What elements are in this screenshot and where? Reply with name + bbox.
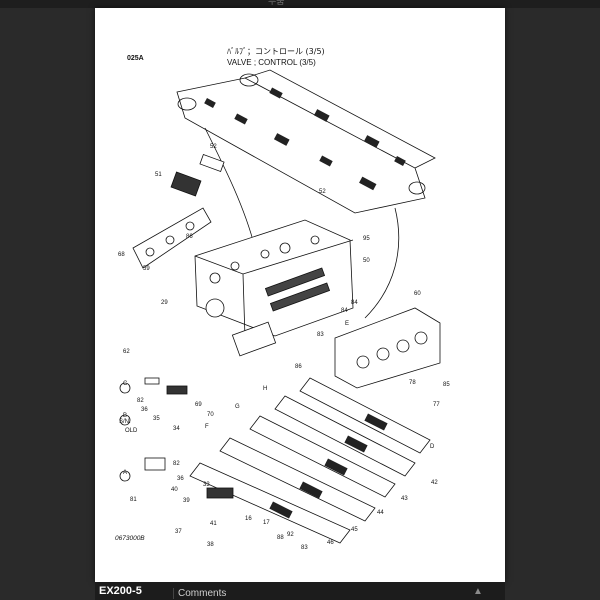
- callout: 95: [363, 236, 370, 242]
- callout: 40: [171, 487, 178, 493]
- callout: 42: [431, 480, 438, 486]
- callout: 86: [295, 364, 302, 370]
- callout: 43: [401, 496, 408, 502]
- callout: S/N:: [119, 419, 131, 425]
- parts-diagram-page: 025A ﾊﾞﾙﾌﾞ；コントロール (3/5) VALVE ; CONTROL …: [95, 8, 505, 582]
- callout: A: [123, 470, 127, 476]
- valve-body: [194, 219, 354, 339]
- callout: 52: [319, 189, 326, 195]
- diagram-title-jp: ﾊﾞﾙﾌﾞ；コントロール (3/5): [227, 47, 325, 56]
- callout: F: [205, 424, 209, 430]
- callout: 29: [161, 300, 168, 306]
- callout: 83: [301, 545, 308, 551]
- callout: 59: [143, 266, 150, 272]
- callout: G: [235, 404, 240, 410]
- callout: 36: [177, 476, 184, 482]
- left-small-parts: [119, 321, 277, 499]
- exploded-view-drawing: 52 51 52 95 50 60 86 68 59 29 62 86 C B …: [118, 69, 450, 551]
- callout: 33: [203, 482, 210, 488]
- callout: D: [430, 444, 435, 450]
- callout: 17: [263, 520, 270, 526]
- callout: E: [345, 321, 349, 327]
- callout: 34: [173, 426, 180, 432]
- callout: 84: [351, 300, 358, 306]
- callout: 82: [173, 461, 180, 467]
- callout: 88: [277, 535, 284, 541]
- callout: 36: [141, 407, 148, 413]
- callout: 84: [341, 308, 348, 314]
- callout: 51: [155, 172, 162, 178]
- callout: 86: [186, 234, 193, 240]
- drawing-number: 0673000B: [115, 535, 145, 542]
- callout: 68: [118, 252, 125, 258]
- callout: 16: [245, 516, 252, 522]
- viewer-bottom-bar: EX200-5 Comments ▲: [95, 582, 505, 600]
- diagram-title-en: VALVE ; CONTROL (3/5): [227, 58, 316, 67]
- upper-spool-assembly: [176, 69, 436, 319]
- callout: 85: [443, 382, 450, 388]
- callout: 46: [327, 540, 334, 546]
- callout: OLD: [125, 428, 138, 434]
- model-label: EX200-5: [99, 585, 142, 597]
- callout: 38: [207, 542, 214, 548]
- callout: 78: [409, 380, 416, 386]
- callout: 77: [433, 402, 440, 408]
- callout: H: [263, 386, 267, 392]
- callout: 92: [287, 532, 294, 538]
- comments-tab[interactable]: Comments: [173, 588, 226, 599]
- callout: 82: [137, 398, 144, 404]
- callout: 41: [210, 521, 217, 527]
- callout: 37: [175, 529, 182, 535]
- callout: 62: [123, 349, 130, 355]
- callout: 35: [153, 416, 160, 422]
- bracket-plate: [132, 207, 212, 269]
- chevron-up-icon[interactable]: ▲: [473, 586, 483, 597]
- callout: 44: [377, 510, 384, 516]
- callout: B: [123, 413, 127, 419]
- callout: 69: [195, 402, 202, 408]
- callout: 45: [351, 527, 358, 533]
- callout: 81: [130, 497, 137, 503]
- callout: 83: [317, 332, 324, 338]
- callout: 39: [183, 498, 190, 504]
- callout: 70: [207, 412, 214, 418]
- callout: 50: [363, 258, 370, 264]
- callout: 52: [210, 144, 217, 150]
- solenoid-part: [170, 154, 225, 197]
- figure-code: 025A: [127, 55, 144, 62]
- callout: C: [123, 381, 128, 387]
- callout: 60: [414, 291, 421, 297]
- viewer-title: 부품: [268, 0, 285, 6]
- parts-diagram-card[interactable]: 025A ﾊﾞﾙﾌﾞ；コントロール (3/5) VALVE ; CONTROL …: [95, 8, 505, 582]
- lower-spool-rows: [189, 377, 431, 544]
- viewer-top-bar: 부품: [0, 0, 600, 8]
- housing-block: [334, 307, 441, 389]
- callout-labels: 52 51 52 95 50 60 86 68 59 29 62 86 C B …: [118, 144, 450, 551]
